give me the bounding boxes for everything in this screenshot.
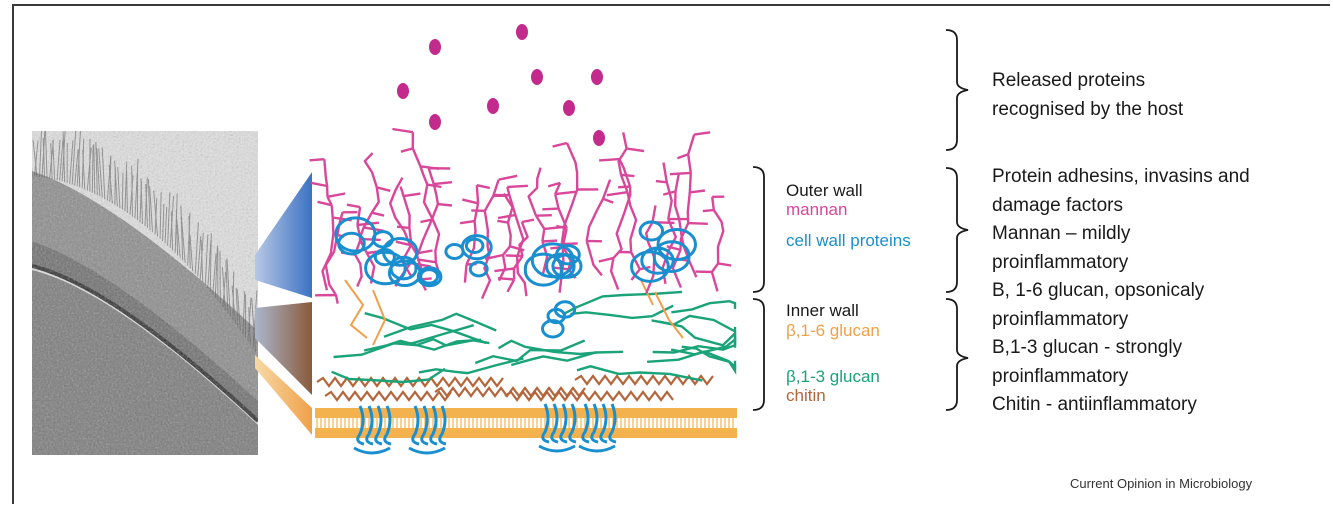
effect-line: Mannan – mildly [992,220,1250,249]
effect-line: B, 1-6 glucan, opsonicaly [992,277,1250,306]
bracket-inner-wall [753,299,764,410]
released-protein-dot [429,114,441,130]
host-effects-list: Protein adhesins, invasins and damage fa… [992,163,1250,420]
beta13-glucan-network [332,292,735,382]
effect-line: B,1-3 glucan - strongly [992,334,1250,363]
released-protein-dot [397,83,409,99]
bracket-inner-effects [946,299,968,410]
cell-wall-schematic [255,20,755,480]
cell-wall-proteins [336,218,695,337]
effect-line: proinflammatory [992,306,1250,335]
released-protein-dot [593,130,605,146]
effect-line: Chitin - antiinflammatory [992,391,1250,420]
bracket-outer-effects [946,168,968,292]
source-credit: Current Opinion in Microbiology [1070,476,1252,491]
beta16-glucan-links [345,278,683,345]
released-protein-dot [563,100,575,116]
effect-line: proinflammatory [992,249,1250,278]
released-line-2: recognised by the host [992,96,1183,125]
mannan-chains [310,129,732,304]
released-protein-dot [531,69,543,85]
bracket-released [946,30,968,150]
released-line-1: Released proteins [992,67,1145,96]
released-protein-dot [429,39,441,55]
effect-line: damage factors [992,192,1250,221]
electron-micrograph [32,131,258,455]
effect-line: Protein adhesins, invasins and [992,163,1250,192]
bracket-outer-wall [753,167,764,292]
released-protein-dot [516,24,528,40]
released-protein-dot [591,69,603,85]
effect-line: proinflammatory [992,363,1250,392]
released-protein-dot [487,98,499,114]
released-proteins [397,24,605,146]
brackets [740,20,980,440]
